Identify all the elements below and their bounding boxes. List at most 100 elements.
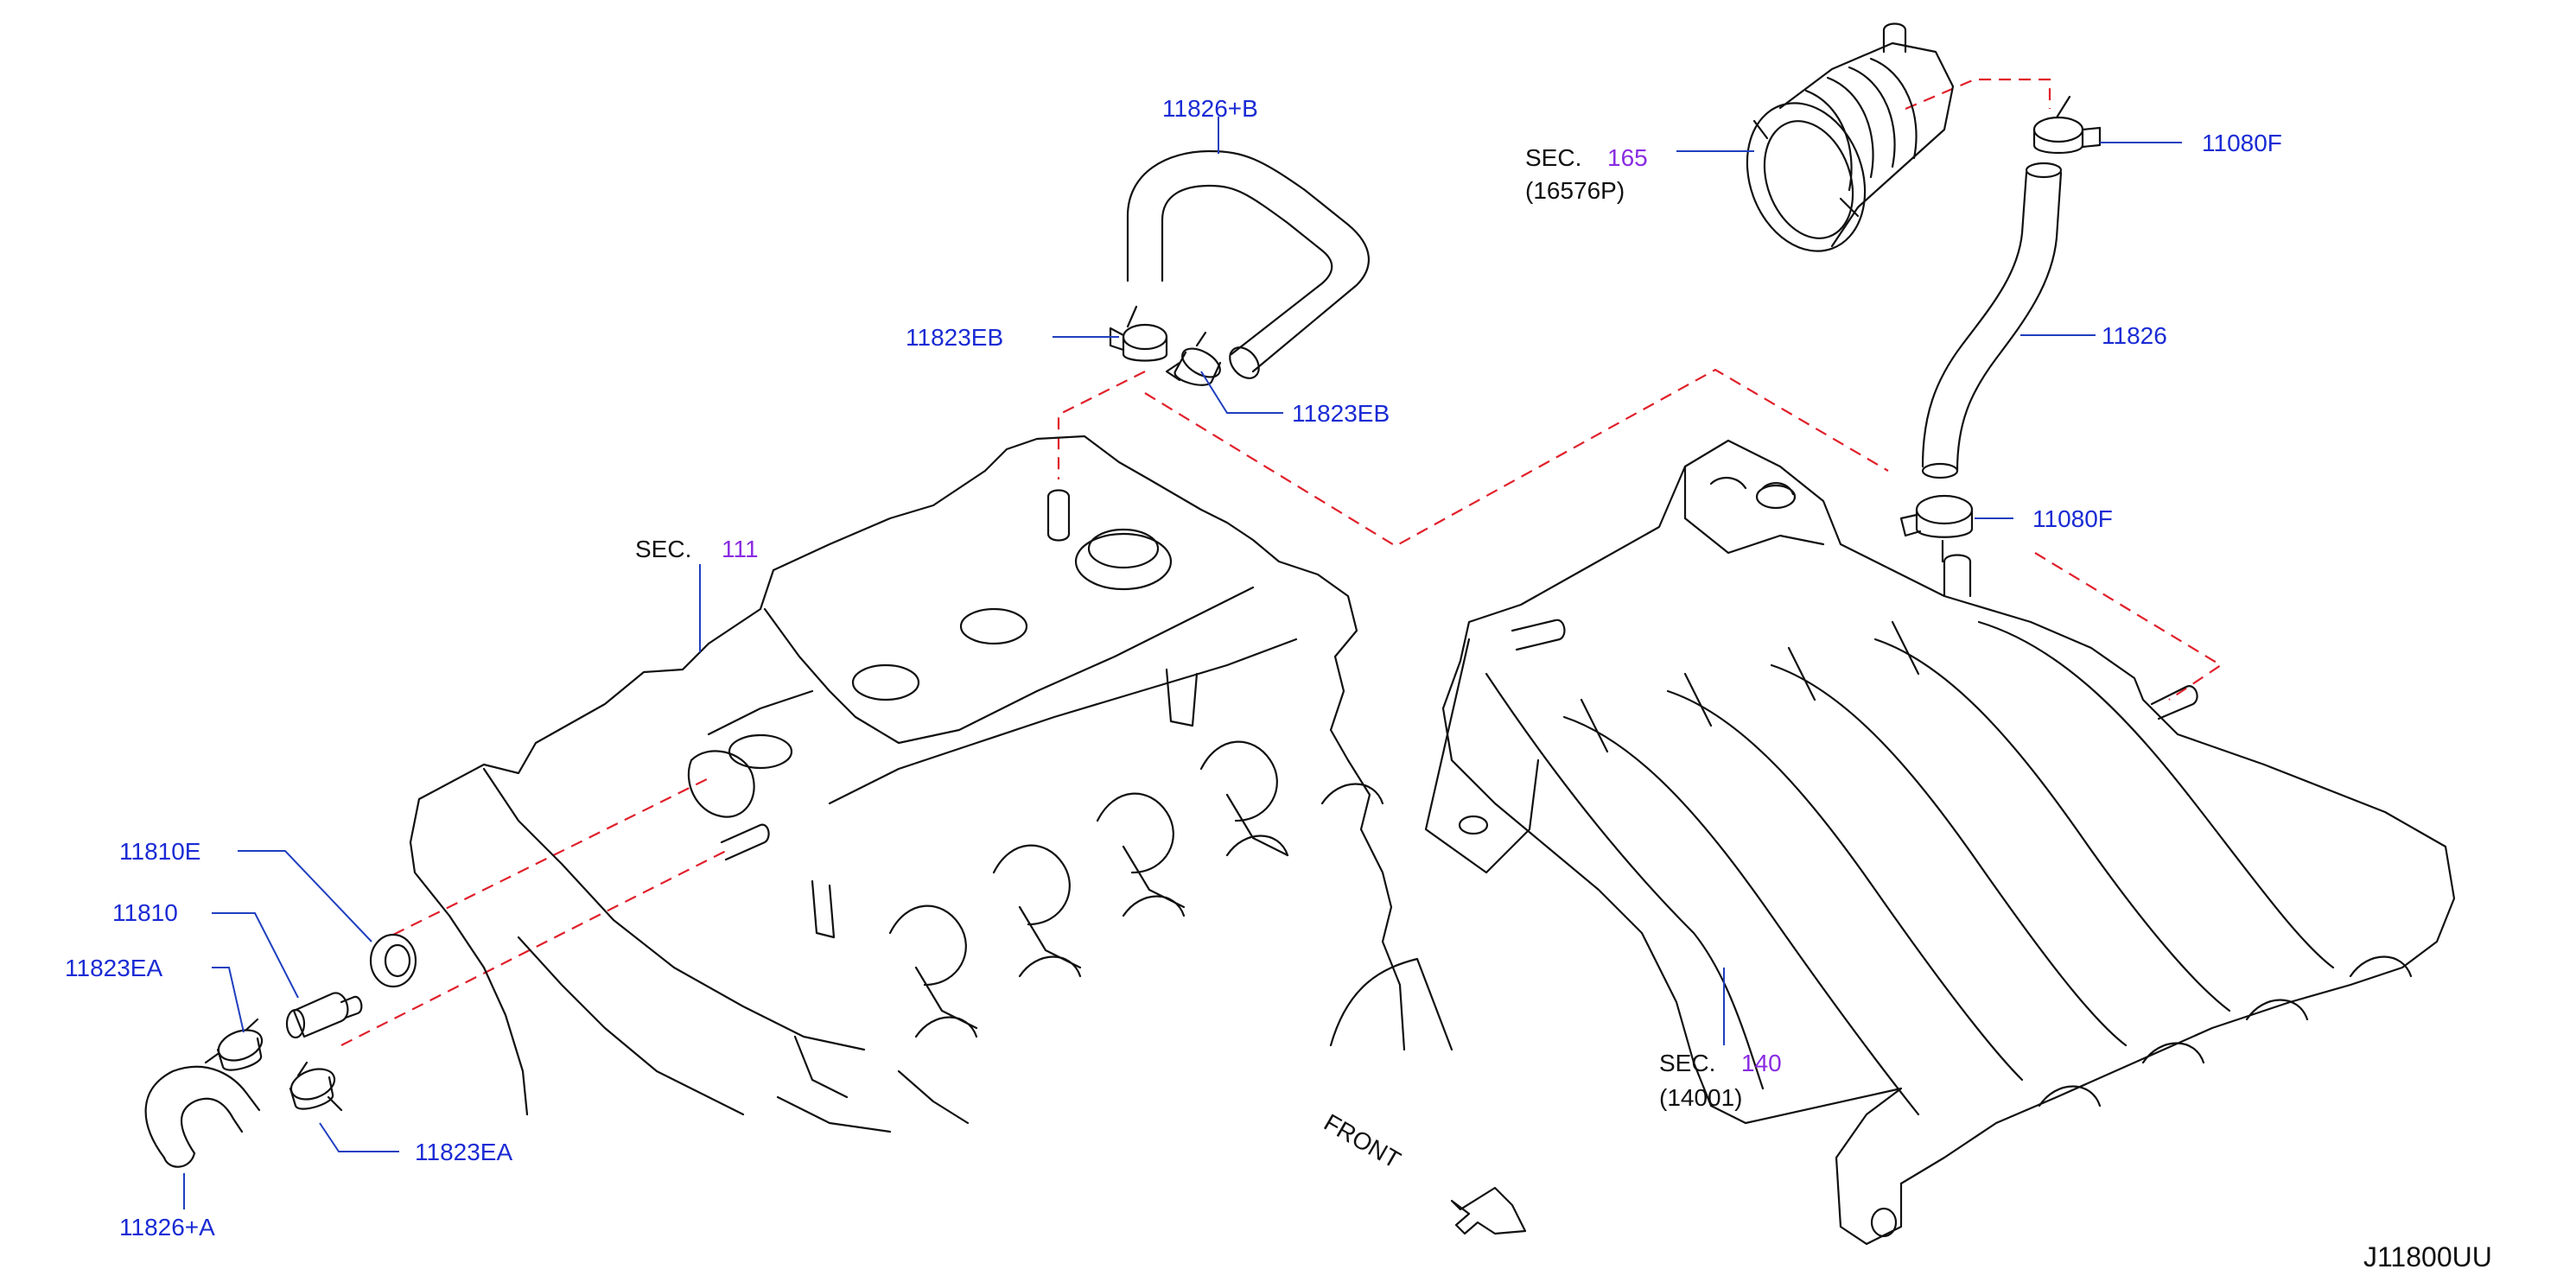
clamp-ea-bot-body xyxy=(289,1061,343,1112)
clamp-11080f-mid xyxy=(1899,494,1974,563)
grommet-inner xyxy=(384,943,411,978)
duct-ribs xyxy=(1804,57,1918,192)
dashed-guides xyxy=(340,78,2223,1046)
sec140-number: 140 xyxy=(1741,1050,1782,1076)
intake-manifold-illustration xyxy=(1424,439,2456,1246)
front-label: FRONT xyxy=(1320,1108,1405,1173)
runner-3 xyxy=(1770,663,2128,1047)
sec140-sub: (14001) xyxy=(1659,1084,1743,1111)
label-11823ea-top: 11823EA xyxy=(65,955,162,981)
hose-main-top xyxy=(2025,162,2063,179)
sec140-prefix: SEC. xyxy=(1659,1050,1715,1076)
lower-flange-hole xyxy=(1870,1207,1898,1238)
pcv-port-nozzle xyxy=(720,823,770,861)
section-labels: SEC. 165 (16576P) SEC. 111 SEC. 140 (140… xyxy=(635,144,1782,1111)
label-11080f-top: 11080F xyxy=(2202,130,2282,156)
clamp-11823ea-bottom xyxy=(289,1061,343,1112)
duct-mouth-outer xyxy=(1746,102,1867,252)
grommet-11810e xyxy=(369,933,417,988)
guide-throttle-to-clamp xyxy=(1905,78,2051,111)
diagram-id: J11800UU xyxy=(2363,1241,2492,1272)
hose-a-inner xyxy=(181,1097,244,1155)
cover-stud xyxy=(811,879,836,939)
guide-valve-to-head xyxy=(340,850,727,1046)
valve-stem xyxy=(340,995,363,1019)
runner-4 xyxy=(1873,638,2231,1012)
hose-b-inner xyxy=(1161,184,1333,356)
hose-main-bottom xyxy=(1921,462,1959,479)
manifold-side-nipple xyxy=(1511,619,1566,651)
head-lower-ribs xyxy=(914,783,1384,1038)
oil-filler-cap xyxy=(1074,532,1173,591)
leader-lines xyxy=(183,117,2182,1209)
clamp-11823ea-top xyxy=(204,1018,264,1071)
sec165-sub: (16576P) xyxy=(1525,177,1625,204)
spark-plug-well-1 xyxy=(851,663,920,701)
label-11823ea-bottom: 11823EA xyxy=(415,1139,512,1165)
front-arrow-icon xyxy=(1450,1186,1527,1235)
head-lower-edge xyxy=(517,936,970,1133)
hose-b-end xyxy=(1229,346,1260,379)
manifold-flange xyxy=(1424,638,1540,874)
spark-plug-well-2 xyxy=(959,607,1028,645)
runner-2 xyxy=(1666,689,2024,1082)
hose-a-outer xyxy=(144,1065,261,1159)
leader-11810e xyxy=(238,850,372,942)
oil-filler-cap-top xyxy=(1087,528,1160,569)
duct-mouth-inner xyxy=(1763,120,1854,239)
grommet-outer xyxy=(369,933,417,988)
manifold-inner-edge xyxy=(1485,672,1765,1090)
clamp-eb-right-ring xyxy=(1181,347,1221,378)
pcv-port-boss xyxy=(687,750,755,818)
clamp-ea-top-body xyxy=(204,1018,263,1071)
head-bolt-bosses xyxy=(793,793,1289,1099)
hose-11826-b xyxy=(1126,149,1370,379)
hose-11826 xyxy=(1921,162,2063,479)
label-11810e: 11810E xyxy=(119,838,200,865)
leader-11823ea-top xyxy=(212,967,245,1033)
sec165-prefix: SEC. xyxy=(1525,144,1581,171)
clamp-f-mid-ring xyxy=(1915,494,1974,525)
label-11823eb-right: 11823EB xyxy=(1292,400,1390,427)
leader-11823ea-bottom xyxy=(319,1122,399,1152)
hose-b-outer xyxy=(1126,149,1370,373)
throttle-mount-hole xyxy=(1755,484,1797,510)
duct-nipple xyxy=(1882,22,1907,54)
cover-left-side xyxy=(409,841,529,1116)
pcv-valve-11810 xyxy=(285,992,363,1039)
manifold-pcv-nipple xyxy=(1943,554,1972,598)
manifold-outline xyxy=(1441,439,2456,1246)
clamp-f-top-body xyxy=(2032,95,2102,154)
guide-cover-to-manifold xyxy=(1144,368,1889,548)
part-labels: 11826+B 11823EB 11823EB 11080F 11826 110… xyxy=(65,95,2282,1241)
air-duct-illustration xyxy=(1746,22,1955,252)
clamp-11823eb-left xyxy=(1109,305,1168,362)
guide-hose-b-to-cover xyxy=(1057,371,1146,479)
head-side-ribs xyxy=(888,740,1278,987)
valve-body xyxy=(292,992,349,1038)
clamp-11080f-top xyxy=(2032,95,2102,154)
runner-5 xyxy=(1977,620,2335,969)
head-front-frame xyxy=(1329,957,1453,1051)
clamp-f-mid-body xyxy=(1899,508,1974,563)
label-11826: 11826 xyxy=(2102,322,2167,349)
cover-top-ridge xyxy=(763,586,1255,745)
flange-bolt-hole xyxy=(1458,815,1489,835)
manifold-lower-ports xyxy=(2038,955,2413,1107)
sec165-number: 165 xyxy=(1607,144,1648,171)
guide-clamp-to-manifold xyxy=(2034,552,2223,701)
pcv-nipple-top xyxy=(1046,489,1071,542)
runner-1 xyxy=(1562,715,1920,1116)
hose-main-inner xyxy=(1956,171,2063,473)
label-11826b: 11826+B xyxy=(1162,95,1258,122)
leader-11810 xyxy=(212,912,299,999)
label-11826a: 11826+A xyxy=(119,1214,215,1241)
guide-grommet-to-head xyxy=(392,777,711,936)
label-11810: 11810 xyxy=(112,899,178,926)
leader-11823eb-right xyxy=(1200,371,1283,414)
label-11080f-mid: 11080F xyxy=(2032,505,2113,532)
clamp-f-top-ring xyxy=(2032,116,2084,143)
manifold-throttle-mount xyxy=(1683,465,1825,555)
